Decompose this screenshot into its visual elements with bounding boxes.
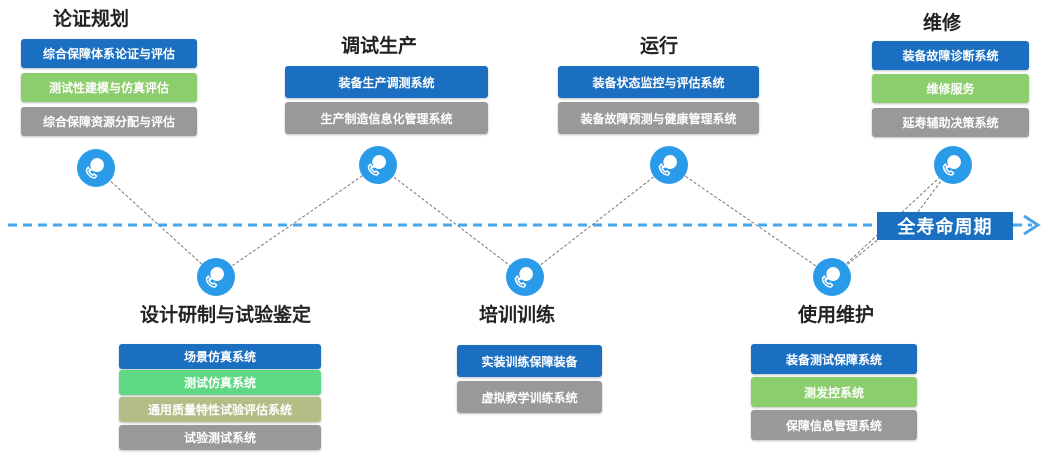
system-box: 装备测试保障系统	[751, 344, 917, 374]
consulting-phone-icon	[813, 258, 851, 296]
lifecycle-label: 全寿命周期	[877, 212, 1013, 240]
connector-line	[377, 164, 526, 278]
system-box: 实装训练保障装备	[457, 345, 602, 377]
system-box: 保障信息管理系统	[751, 410, 917, 440]
stage-title: 运行	[640, 35, 679, 57]
stage-title: 调试生产	[341, 35, 418, 57]
system-box: 测试性建模与仿真评估	[21, 73, 197, 102]
system-box: 装备故障诊断系统	[872, 41, 1029, 70]
stage-title: 设计研制与试验鉴定	[140, 304, 312, 326]
system-box: 虚拟教学训练系统	[457, 381, 602, 413]
timeline-arrowhead	[1023, 214, 1041, 236]
system-box: 生产制造信息化管理系统	[285, 102, 488, 134]
connector-line	[215, 164, 379, 278]
system-box: 维修服务	[872, 74, 1029, 103]
system-box: 装备故障预测与健康管理系统	[558, 102, 759, 134]
consulting-phone-icon	[359, 146, 397, 184]
system-box: 场景仿真系统	[119, 344, 321, 369]
consulting-phone-icon	[197, 258, 235, 296]
consulting-phone-icon	[934, 146, 972, 184]
system-box: 试验测试系统	[119, 425, 321, 450]
connector-line	[95, 167, 217, 278]
system-box: 测发控系统	[751, 377, 917, 407]
system-box: 测试仿真系统	[119, 370, 321, 395]
system-box: 通用质量特性试验评估系统	[119, 397, 321, 422]
connector-line	[524, 164, 670, 278]
system-box: 装备状态监控与评估系统	[558, 66, 759, 98]
consulting-phone-icon	[77, 149, 115, 187]
system-box: 延寿辅助决策系统	[872, 108, 1029, 137]
stage-title: 培训训练	[479, 304, 556, 326]
stage-title: 使用维护	[798, 304, 875, 326]
stage-title: 论证规划	[53, 8, 130, 30]
stage-title: 维修	[923, 12, 962, 34]
connector-line	[668, 164, 833, 278]
system-box: 综合保障体系论证与评估	[21, 39, 197, 68]
system-box: 装备生产调测系统	[285, 66, 488, 98]
consulting-phone-icon	[650, 146, 688, 184]
system-box: 综合保障资源分配与评估	[21, 107, 197, 136]
consulting-phone-icon	[506, 258, 544, 296]
